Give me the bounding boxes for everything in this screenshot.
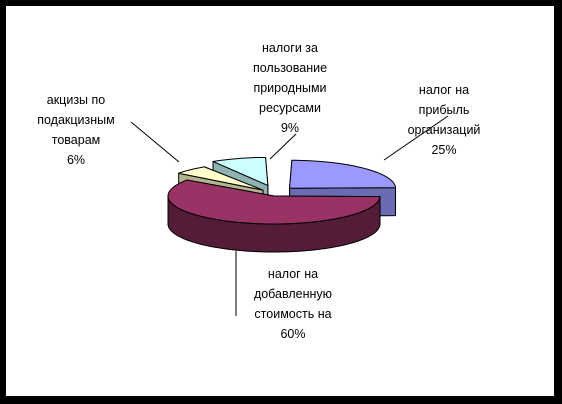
pie-chart [130,115,449,316]
slice-label-profit-tax: налог на прибыль организаций 25% [407,83,481,157]
leader-line-profit-tax [383,115,449,161]
slice-profit-tax [289,159,397,189]
leader-line-excise [130,121,180,163]
slice-excise [178,166,264,191]
chart-area: налог на прибыль организаций 25% налог н… [5,5,555,397]
slice-vat [167,179,381,225]
slice-label-resource-tax: налоги за пользование природными ресурса… [252,41,328,135]
leader-line-resource-tax [269,133,297,160]
slice-resource-tax [212,156,269,186]
slice-label-excise: акцизы по подакцизным товарам 6% [37,93,115,167]
slice-label-vat: налог на добавленную стоимость на 60% [253,267,333,341]
